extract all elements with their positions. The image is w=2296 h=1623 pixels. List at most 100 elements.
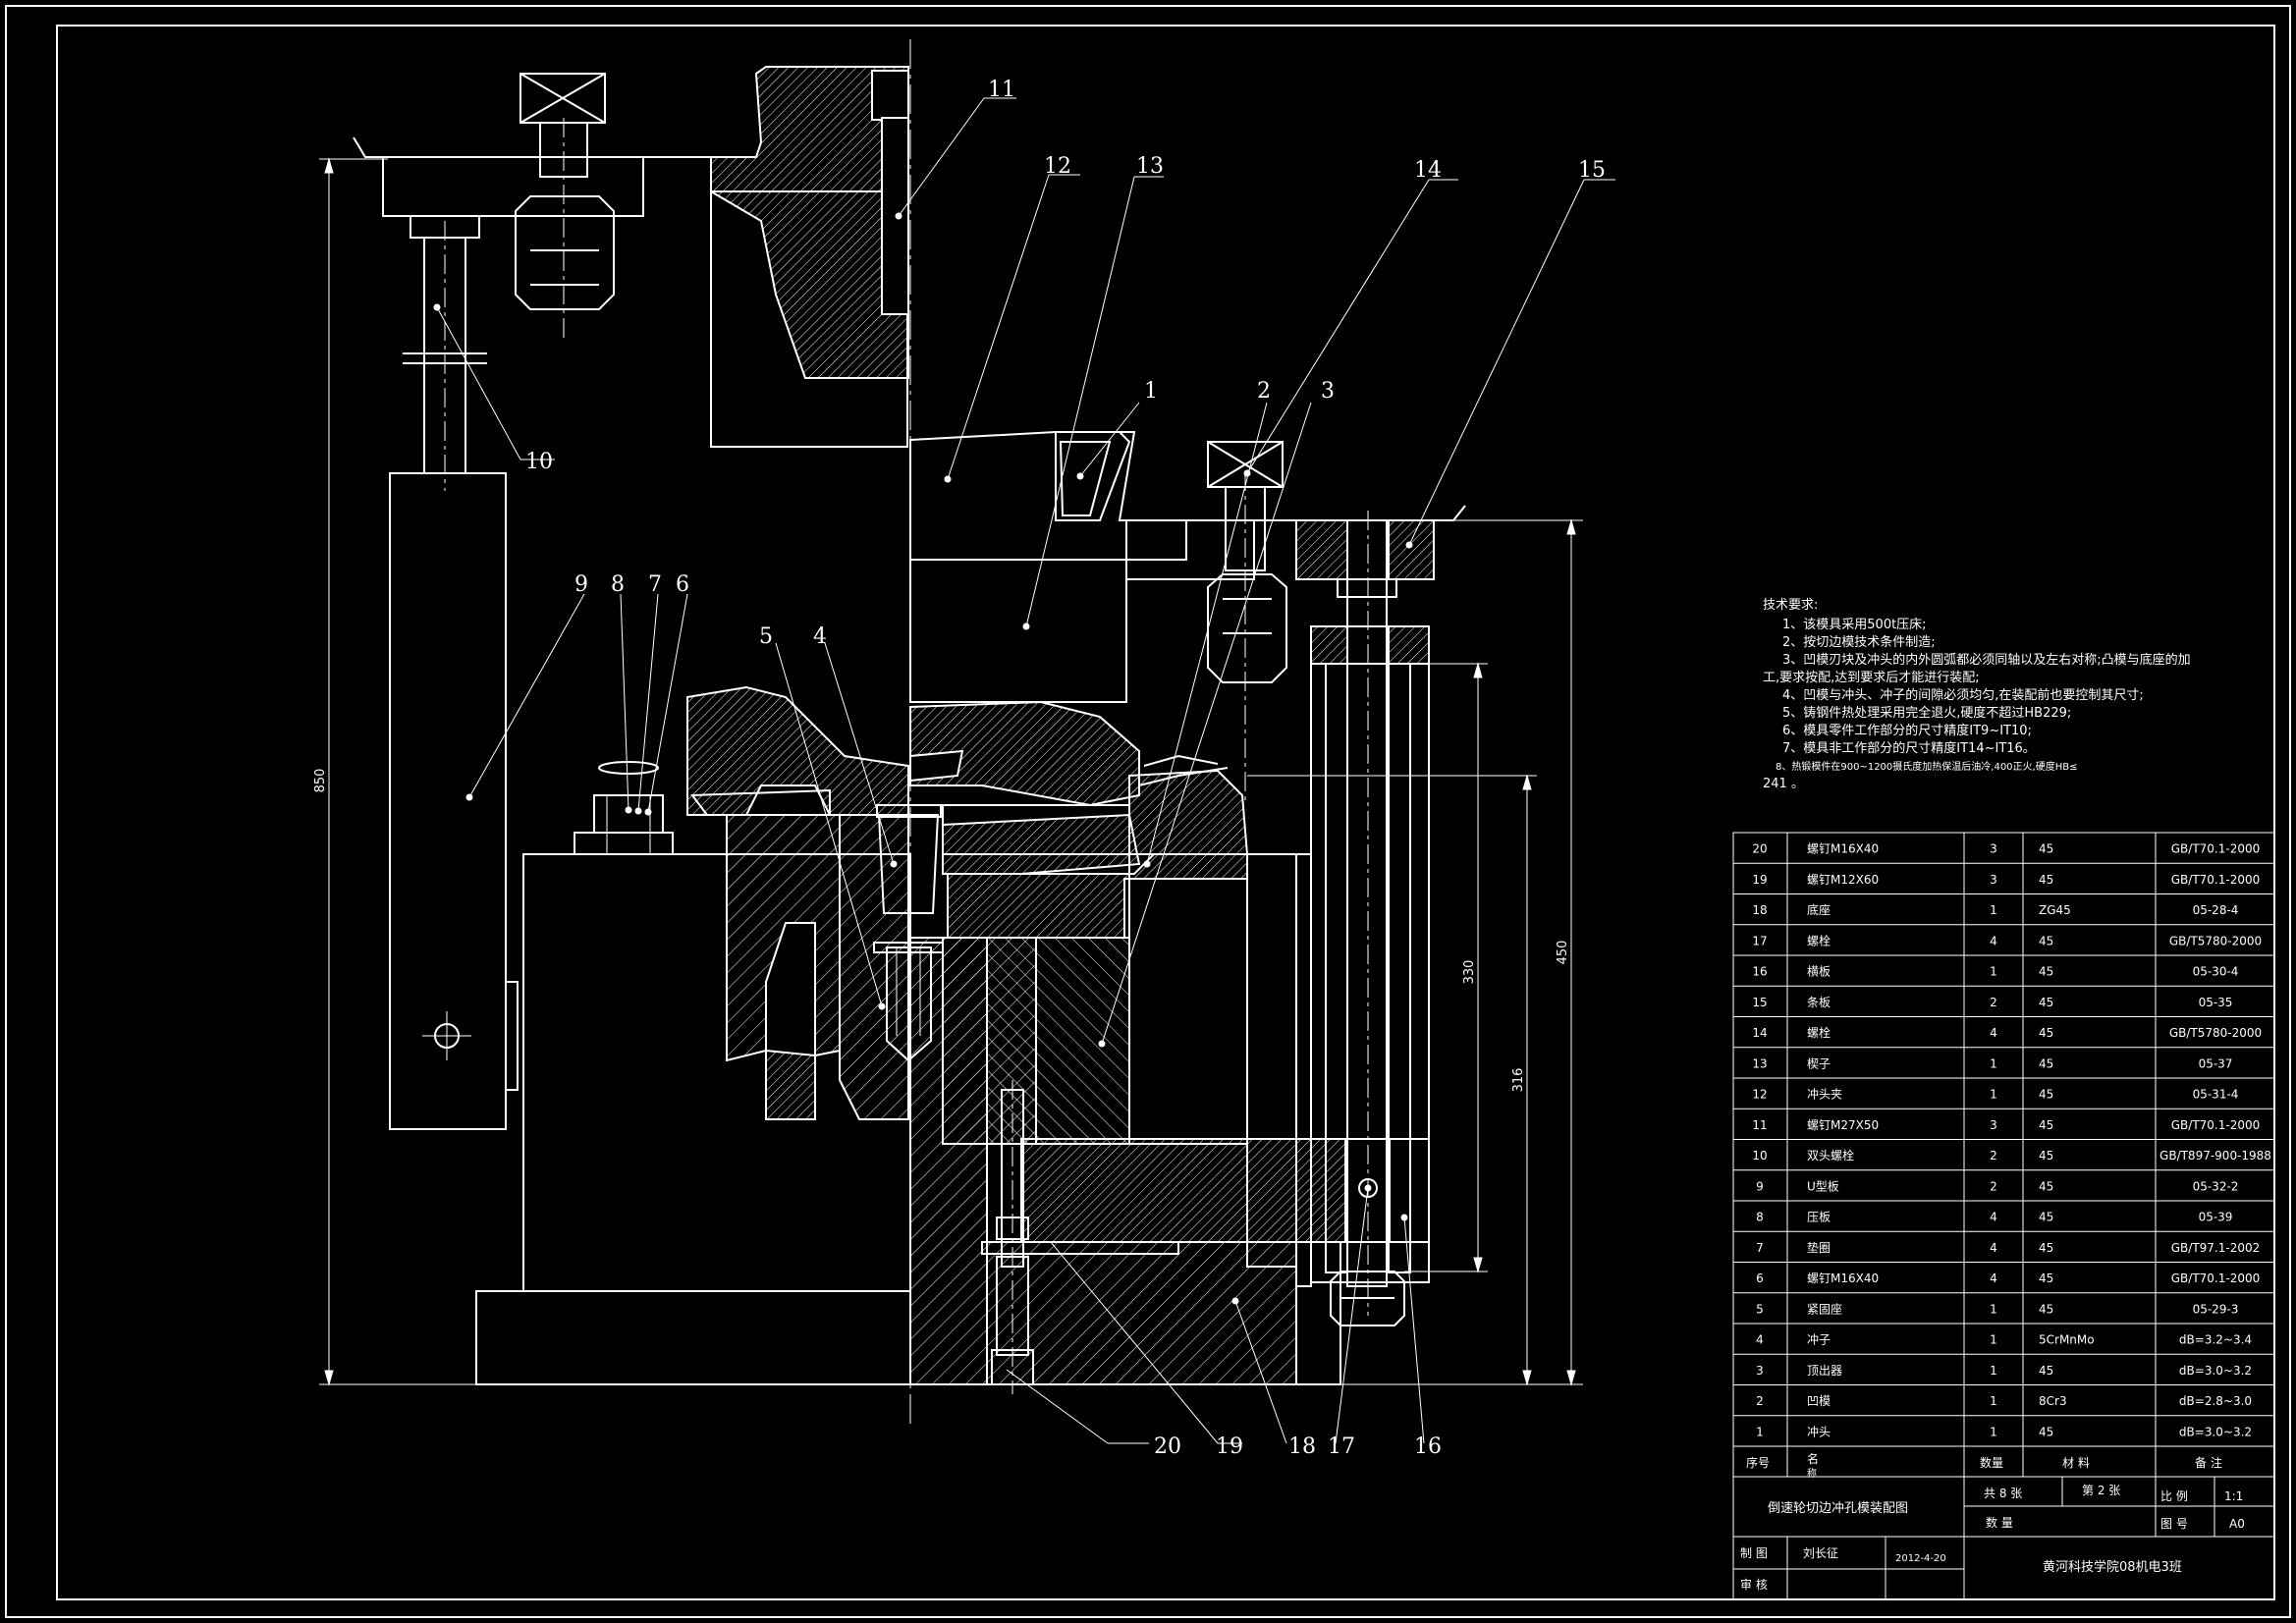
callout-5: 5 — [759, 624, 773, 649]
bom-cell-qty: 2 — [1990, 1179, 1997, 1193]
dimension-values: 850 450 330 316 — [313, 769, 1570, 1093]
bom-cell-qty: 4 — [1990, 1211, 1997, 1224]
bom-cell-no: 20 — [1752, 842, 1767, 856]
bom-cell-no: 16 — [1752, 965, 1767, 979]
tech-line-4: 工,要求按配,达到要求后才能进行装配; — [1763, 671, 1980, 685]
bom-cell-qty: 4 — [1990, 1241, 1997, 1255]
qty-label: 数 量 — [1986, 1515, 2013, 1530]
callouts: 1 2 3 4 5 6 7 8 9 10 11 12 13 14 15 16 1… — [525, 78, 1606, 1459]
dim-450: 450 — [1556, 941, 1570, 965]
bom-cell-name: 顶出器 — [1807, 1364, 1842, 1378]
callout-4: 4 — [813, 624, 827, 649]
bom-cell-note: dB=3.0~3.2 — [2179, 1425, 2252, 1438]
assembly-geometry — [324, 39, 1466, 1424]
bom-cell-qty: 4 — [1990, 1026, 1997, 1040]
bom-header-note: 备 注 — [2195, 1455, 2222, 1470]
bom-header-name: 名 — [1807, 1451, 1819, 1466]
callout-12: 12 — [1044, 154, 1071, 179]
bom-cell-mat: 45 — [2039, 842, 2053, 856]
bom-cell-name: 冲子 — [1807, 1332, 1831, 1347]
bom-cell-qty: 4 — [1990, 934, 1997, 947]
bom-cell-no: 12 — [1752, 1088, 1767, 1102]
bom-cell-note: 05-30-4 — [2193, 965, 2239, 979]
bom-cell-qty: 1 — [1990, 1364, 1997, 1378]
bom-cell-name: 冲头夹 — [1807, 1087, 1842, 1102]
bom-cell-note: GB/T897-900-1988 — [2159, 1149, 2271, 1163]
bom-cell-mat: 45 — [2039, 1088, 2053, 1102]
technical-requirements: 技术要求: 1、该模具采用500t压床; 2、按切边模技术条件制造; 3、凹模刃… — [1763, 598, 2191, 791]
bom-cell-mat: ZG45 — [2039, 903, 2071, 917]
bom-cell-mat: 8Cr3 — [2039, 1394, 2067, 1408]
dim-850: 850 — [313, 769, 328, 793]
bom-cell-no: 14 — [1752, 1026, 1767, 1040]
bom-cell-mat: 45 — [2039, 1118, 2053, 1132]
drawn-label: 制 图 — [1740, 1546, 1768, 1560]
dimension-lines — [319, 157, 1583, 1386]
callout-20: 20 — [1154, 1434, 1181, 1459]
tech-line-2: 2、按切边模技术条件制造; — [1782, 634, 1936, 650]
bom-cell-mat: 45 — [2039, 1149, 2053, 1163]
bom-cell-qty: 3 — [1990, 1118, 1997, 1132]
bom-cell-note: dB=3.0~3.2 — [2179, 1364, 2252, 1378]
bom-cell-no: 4 — [1756, 1333, 1764, 1347]
drawing-no-value: A0 — [2229, 1517, 2245, 1531]
school-name: 黄河科技学院08机电3班 — [2043, 1559, 2182, 1575]
bom-header-mat: 材 料 — [2062, 1456, 2090, 1470]
bom-table-grid — [1732, 832, 2275, 1478]
bom-cell-qty: 1 — [1990, 1333, 1997, 1347]
tech-line-8: 7、模具非工作部分的尺寸精度IT14~IT16。 — [1782, 740, 2036, 756]
bom-cell-name: 底座 — [1807, 902, 1831, 917]
bom-cell-name: 螺钉M16X40 — [1807, 842, 1879, 856]
bom-cell-mat: 5CrMnMo — [2039, 1333, 2095, 1347]
callout-14: 14 — [1414, 158, 1442, 183]
bom-cell-no: 2 — [1756, 1394, 1764, 1408]
bom-cell-name: 横板 — [1807, 965, 1831, 979]
bom-cell-name: 压板 — [1807, 1211, 1831, 1224]
bom-cell-qty: 2 — [1990, 1149, 1997, 1163]
callout-8: 8 — [611, 572, 625, 597]
callout-13: 13 — [1136, 154, 1164, 179]
bom-cell-note: 05-28-4 — [2193, 903, 2239, 917]
bom-cell-note: GB/T70.1-2000 — [2171, 1118, 2261, 1132]
bom-header: 序号 名 称 数量 材 料 备 注 — [1746, 1451, 2222, 1480]
bom-cell-qty: 1 — [1990, 1394, 1997, 1408]
dim-330: 330 — [1462, 960, 1477, 985]
bom-cell-name: 楔子 — [1807, 1056, 1831, 1070]
callout-9: 9 — [574, 572, 588, 597]
bom-cell-mat: 45 — [2039, 1056, 2053, 1070]
bom-cell-name: 螺钉M27X50 — [1807, 1118, 1879, 1132]
bom-cell-mat: 45 — [2039, 1026, 2053, 1040]
callout-7: 7 — [648, 572, 662, 597]
drawn-by: 刘长征 — [1803, 1546, 1838, 1560]
dim-316: 316 — [1511, 1068, 1526, 1093]
checked-label: 审 核 — [1740, 1577, 1768, 1592]
bom-cell-note: dB=3.2~3.4 — [2179, 1333, 2252, 1347]
bom-cell-note: GB/T70.1-2000 — [2171, 873, 2261, 887]
tech-line-1: 1、该模具采用500t压床; — [1782, 618, 1927, 632]
bom-cell-mat: 45 — [2039, 1179, 2053, 1193]
bom-cell-mat: 45 — [2039, 1271, 2053, 1285]
bom-cell-note: GB/T70.1-2000 — [2171, 842, 2261, 856]
title-block-grid — [1732, 1476, 2275, 1600]
tech-line-9: 8、热锻模件在900~1200摄氏度加热保温后油冷,400正火,硬度HB≤ — [1776, 760, 2077, 773]
bom-cell-qty: 2 — [1990, 996, 1997, 1009]
bom-cell-name: 双头螺栓 — [1807, 1148, 1854, 1163]
bom-cell-note: 05-39 — [2199, 1211, 2233, 1224]
bom-cell-note: 05-37 — [2199, 1056, 2233, 1070]
bom-cell-name: 螺栓 — [1807, 933, 1831, 947]
